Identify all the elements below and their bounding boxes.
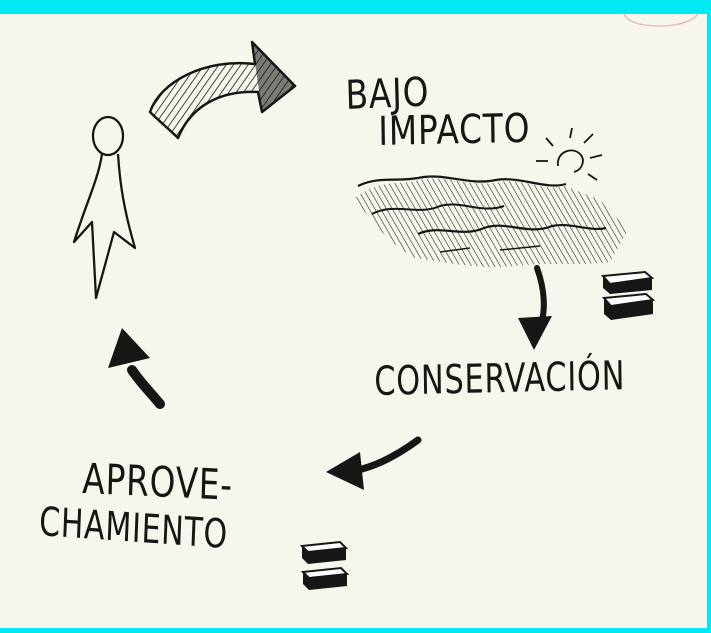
stacked-blocks-icon-bottom <box>299 540 350 590</box>
bottom-border <box>0 628 711 633</box>
top-arrow-icon <box>148 40 297 140</box>
paper-stamp-mark <box>623 13 698 27</box>
label-conservacion: CONSERVACIÓN <box>373 353 626 405</box>
right-border <box>707 0 711 633</box>
sun-icon <box>536 127 603 181</box>
label-impacto: IMPACTO <box>377 105 531 155</box>
up-arrow-icon <box>108 328 165 409</box>
landscape-waves-icon <box>355 175 628 268</box>
label-aprove: APROVE- <box>81 454 234 510</box>
top-border <box>0 0 711 14</box>
down-arrow-icon <box>518 265 552 350</box>
stacked-blocks-icon-right <box>600 270 656 320</box>
person-figure-icon <box>72 115 137 300</box>
left-arrow-icon <box>326 436 422 490</box>
